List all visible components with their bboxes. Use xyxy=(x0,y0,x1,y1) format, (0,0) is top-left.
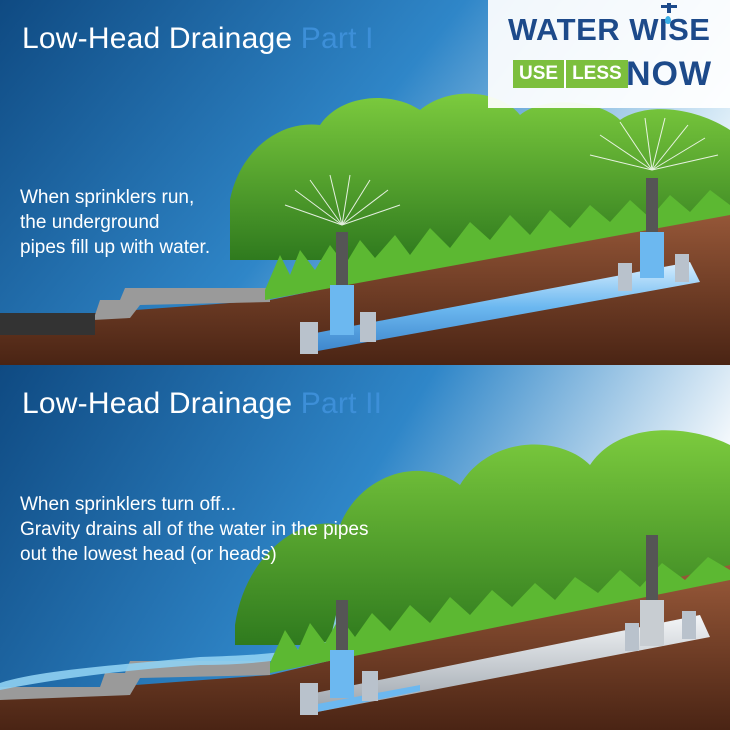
panel-part-2: Low-Head Drainage Part II When sprinkler… xyxy=(0,365,730,730)
logo-now-text: NOW xyxy=(626,55,713,93)
caption-line: pipes fill up with water. xyxy=(20,237,211,258)
page-title: Low-Head Drainage Part I xyxy=(22,22,374,56)
scene-illustration-part-2 xyxy=(0,365,730,730)
title-part: Part II xyxy=(300,387,383,420)
logo-use-less: USE LESS xyxy=(513,60,628,88)
title-main: Low-Head Drainage xyxy=(22,22,293,55)
title-part: Part I xyxy=(300,22,374,55)
soil xyxy=(0,565,730,730)
page-title: Low-Head Drainage Part II xyxy=(22,387,382,421)
caption-line: the underground xyxy=(20,212,160,233)
caption-line: out the lowest head (or heads) xyxy=(20,544,277,565)
panel-part-1: Low-Head Drainage Part I When sprinklers… xyxy=(0,0,730,365)
title-main: Low-Head Drainage xyxy=(22,387,293,420)
water-wise-logo: WATER WISE USE LESS NOW xyxy=(488,0,730,108)
grass xyxy=(270,557,730,673)
caption-line: When sprinklers run, xyxy=(20,187,195,208)
logo-less-text: LESS xyxy=(566,60,628,88)
water-filled-pipe xyxy=(305,262,700,352)
caption: When sprinklers turn off... Gravity drai… xyxy=(20,492,369,567)
logo-top-text: WATER WISE xyxy=(508,12,711,47)
caption: When sprinklers run, the underground pip… xyxy=(20,185,210,260)
faucet-icon xyxy=(661,3,677,13)
sprinkler-spray-right xyxy=(589,117,719,171)
caption-line: When sprinklers turn off... xyxy=(20,494,237,515)
caption-line: Gravity drains all of the water in the p… xyxy=(20,519,369,540)
sprinkler-spray-left xyxy=(284,174,401,226)
curb xyxy=(0,661,270,700)
water-runoff xyxy=(0,615,340,690)
grass xyxy=(265,190,730,300)
water-drop-icon xyxy=(665,16,671,24)
logo-use-text: USE xyxy=(513,60,565,88)
